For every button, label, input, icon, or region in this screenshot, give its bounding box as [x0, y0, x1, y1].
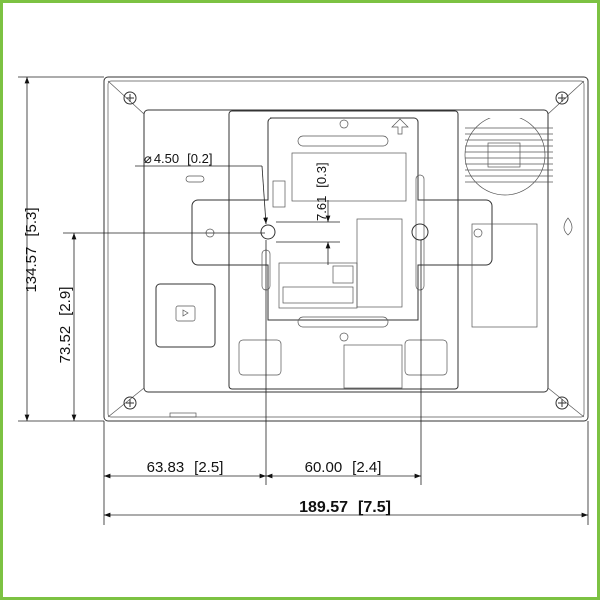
device-outline — [103, 76, 589, 422]
mount-hole-left — [260, 224, 276, 240]
dim-width-holes: 60.00[2.4] — [305, 459, 382, 476]
dim-height-total: 134.57[5.3] — [23, 207, 40, 292]
drop-icon — [563, 217, 573, 236]
sd-card-slot — [155, 283, 216, 348]
mounting-plate — [228, 110, 459, 390]
dimension-lines — [18, 76, 589, 525]
mounting-bracket — [191, 117, 493, 321]
terminal-block — [278, 262, 358, 309]
screw-icons — [123, 91, 569, 410]
dim-height-hole: 73.52[2.9] — [57, 287, 74, 364]
video-card-icon — [175, 305, 196, 322]
dim-width-total: 189.57[7.5] — [299, 499, 391, 516]
dim-width-left: 63.83[2.5] — [147, 459, 224, 476]
mount-hole-right — [411, 223, 429, 241]
bottom-tab — [169, 412, 197, 418]
dim-hole-diameter: ⌀4.50[0.2] — [144, 151, 212, 166]
dim-hole-offset: 7.61[0.3] — [314, 162, 329, 221]
corner-lines — [107, 80, 585, 418]
label-area — [471, 223, 538, 328]
inner-panel — [143, 109, 549, 393]
up-arrow-icon — [391, 118, 409, 135]
speaker-grille — [464, 118, 553, 196]
